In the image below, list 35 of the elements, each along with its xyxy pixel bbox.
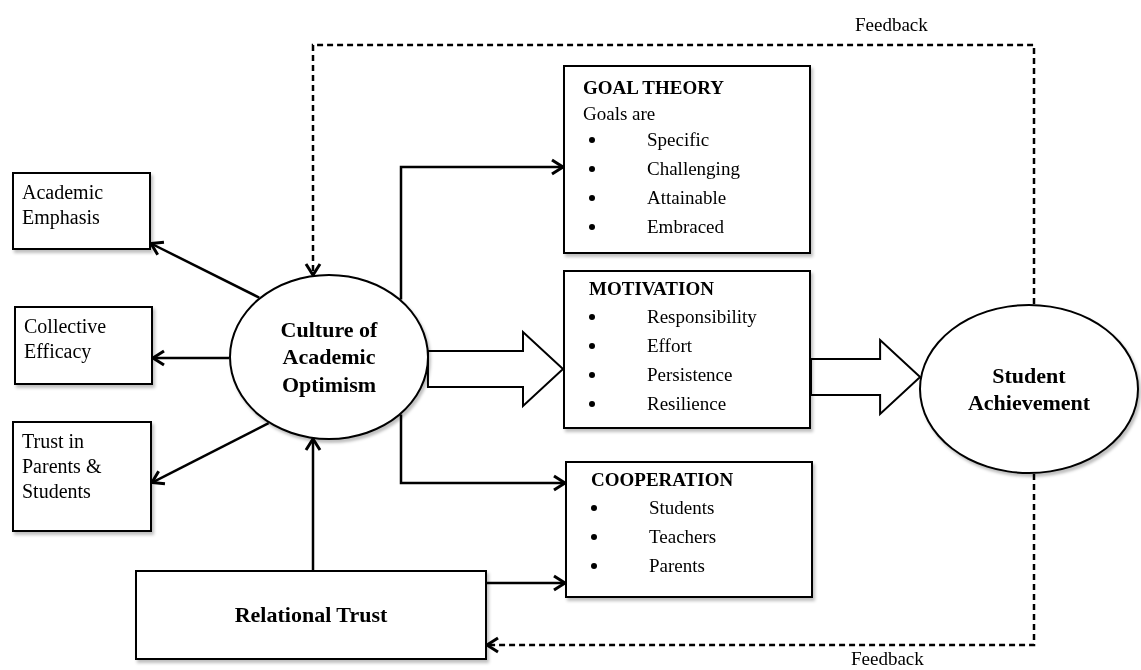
- concept-box: [135, 570, 487, 660]
- concept-box: [14, 306, 153, 385]
- concept-box: [565, 461, 813, 598]
- box-text: Relational Trust: [234, 601, 388, 629]
- arrow: [399, 414, 567, 492]
- block-arrow: [426, 329, 565, 409]
- list-item: Teachers: [649, 525, 717, 549]
- box-text: Trust in Parents & Students: [22, 429, 103, 504]
- ellipse-label: Culture of Academic Optimism: [279, 315, 379, 399]
- list-item: Students: [649, 496, 715, 520]
- list-item: Effort: [647, 334, 693, 358]
- list-item: Challenging: [647, 156, 740, 181]
- list-item: Responsibility: [647, 305, 757, 329]
- list-item: Resilience: [647, 392, 727, 416]
- concept-box: [563, 270, 811, 429]
- ellipse-label: Student Achievement: [966, 361, 1092, 417]
- box-text: Academic Emphasis: [22, 180, 105, 230]
- list-item: Attainable: [647, 185, 727, 210]
- list-item: Parents: [649, 554, 705, 578]
- concept-box: [12, 172, 151, 250]
- arrow: [399, 158, 565, 300]
- block-arrow: [810, 337, 922, 417]
- list-item: Persistence: [647, 363, 733, 387]
- box-heading: COOPERATION: [591, 468, 735, 492]
- box-text: Collective Efficacy: [24, 314, 108, 364]
- list-item: Specific: [647, 127, 710, 152]
- feedback-arrow: [304, 43, 1036, 305]
- arrow: [304, 437, 322, 570]
- concept-box: [563, 65, 811, 254]
- box-text: Goals are: [583, 101, 657, 126]
- concept-box: [12, 421, 152, 532]
- box-heading: MOTIVATION: [589, 277, 715, 301]
- list-item: Embraced: [647, 214, 724, 239]
- box-heading: GOAL THEORY: [583, 76, 725, 100]
- arrow: [487, 574, 567, 592]
